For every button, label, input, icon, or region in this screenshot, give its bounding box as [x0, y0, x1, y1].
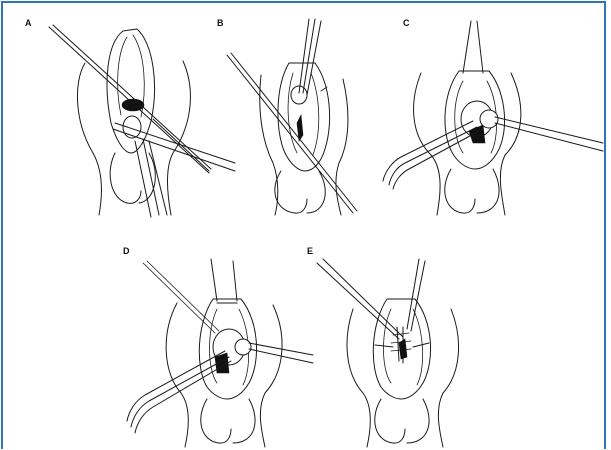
- panel-e-illustration: [303, 243, 503, 448]
- panel-a-illustration: [3, 3, 203, 223]
- panel-c-illustration: [393, 3, 608, 223]
- panel-d-illustration: [103, 243, 313, 448]
- panel-b-illustration: [203, 3, 393, 223]
- panel-c: C: [393, 3, 608, 223]
- panel-d: D: [103, 243, 313, 448]
- panel-b: B: [203, 3, 393, 223]
- panel-e: E: [303, 243, 503, 448]
- panel-a: A: [3, 3, 203, 223]
